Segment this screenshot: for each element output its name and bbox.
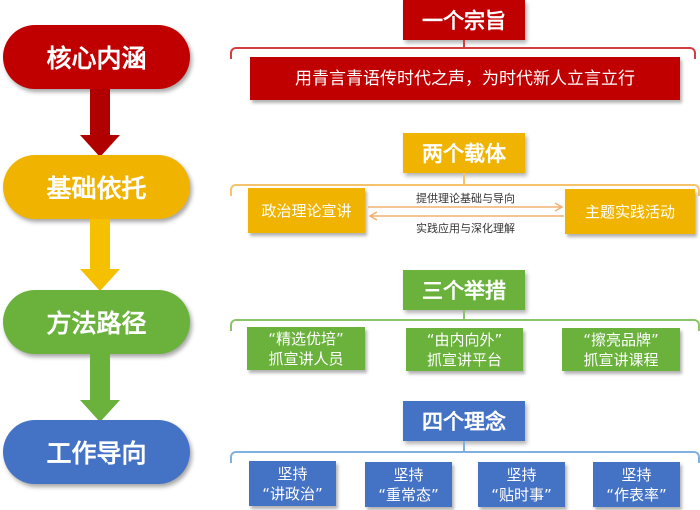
bracket	[230, 319, 700, 331]
carriers-title: 两个载体	[403, 133, 525, 173]
connector	[463, 173, 465, 184]
measures-title: 三个举措	[403, 270, 525, 310]
concept-line1: 坚持	[277, 464, 308, 483]
measure-item: “擦亮品牌”抓宣讲课程	[562, 328, 680, 371]
bracket	[230, 184, 700, 196]
connector	[463, 310, 465, 320]
stage-foundation: 基础依托	[3, 155, 190, 219]
bracket	[230, 451, 700, 463]
concept-item: 坚持“重常态”	[365, 462, 452, 507]
bidirectional-arrow-icon	[368, 202, 564, 221]
measure-item: “精选优培”抓宣讲人员	[247, 327, 365, 370]
measure-line2: 抓宣讲课程	[583, 350, 659, 369]
down-arrow-icon	[80, 219, 120, 291]
concepts-title: 四个理念	[403, 401, 525, 441]
connector	[463, 441, 465, 452]
down-arrow-icon	[80, 89, 120, 157]
measure-line2: 抓宣讲人员	[268, 349, 344, 368]
concept-line2: “重常态”	[378, 485, 439, 504]
down-arrow-icon	[80, 354, 120, 422]
measure-item: “由内向外”抓宣讲平台	[406, 328, 523, 371]
concept-line2: “贴时事”	[491, 485, 552, 504]
concept-line1: 坚持	[506, 465, 537, 484]
concept-line1: 坚持	[393, 465, 424, 484]
measure-line2: 抓宣讲平台	[426, 350, 502, 369]
bracket	[230, 47, 696, 59]
concept-item: 坚持“作表率”	[593, 462, 680, 507]
concept-item: 坚持“讲政治”	[249, 461, 336, 506]
arrow-back-label: 实践应用与深化理解	[416, 222, 515, 235]
measure-line1: “精选优培”	[268, 329, 344, 348]
concept-line2: “作表率”	[606, 485, 667, 504]
stage-core-connotation: 核心内涵	[3, 25, 190, 89]
stage-orientation: 工作导向	[3, 420, 190, 484]
purpose-title: 一个宗旨	[403, 0, 525, 40]
concept-line1: 坚持	[621, 465, 652, 484]
measure-line1: “由内向外”	[426, 330, 503, 349]
connector	[463, 40, 465, 48]
measure-line1: “擦亮品牌”	[583, 330, 659, 349]
carrier-theory: 政治理论宣讲	[248, 188, 365, 233]
purpose-content: 用青言青语传时代之声，为时代新人立言立行	[250, 57, 680, 100]
concept-line2: “讲政治”	[262, 484, 323, 503]
stage-method: 方法路径	[3, 290, 190, 354]
arrow-forward-label: 提供理论基础与导向	[416, 192, 515, 205]
carrier-practice: 主题实践活动	[565, 189, 695, 234]
concept-item: 坚持“贴时事”	[478, 462, 565, 507]
